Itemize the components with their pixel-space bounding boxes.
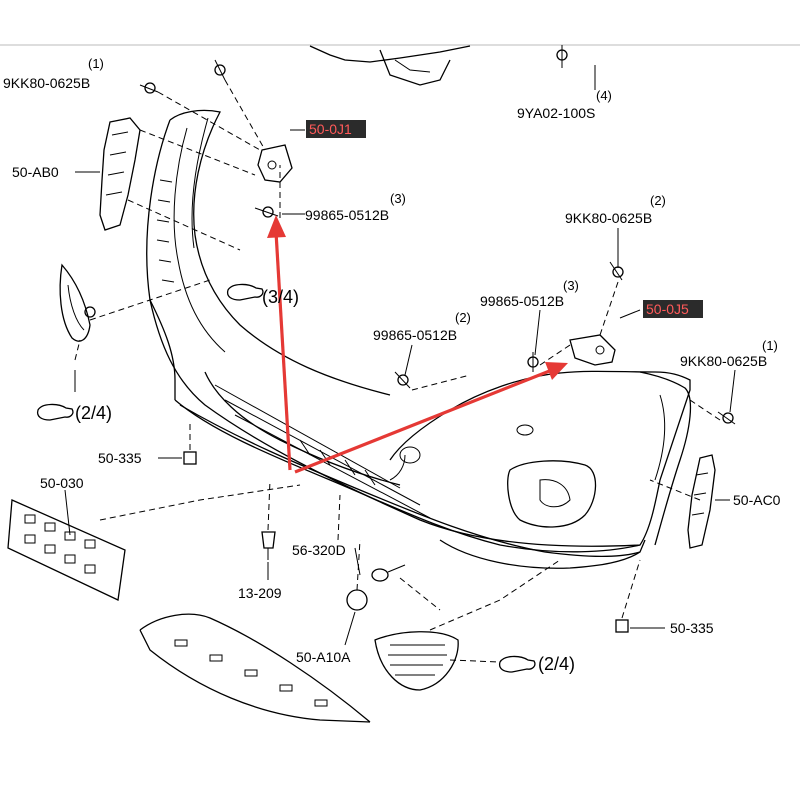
qty-label: (4) [596, 88, 612, 103]
qty-label: (2) [455, 310, 471, 325]
part-label: 13-209 [238, 585, 282, 601]
clip-icon [261, 531, 276, 560]
label-50-0j1: 50-0J1 [309, 121, 352, 137]
qty-label: (3) [390, 191, 406, 206]
license-plate-bracket [7, 499, 126, 601]
top-bracket [309, 45, 471, 86]
part-label: 50-A10A [296, 649, 351, 665]
bracket-0j1 [257, 144, 293, 183]
bolt-icon [394, 371, 411, 389]
part-label: 50-030 [40, 475, 84, 491]
lower-under-cover [139, 613, 371, 723]
part-label: 50-335 [98, 450, 142, 466]
part-label: 50-335 [670, 620, 714, 636]
bolt-icon [84, 306, 96, 318]
dashed-leaders [74, 79, 721, 663]
bolt-icon [556, 45, 568, 68]
label-50-0j5: 50-0J5 [646, 301, 689, 317]
bolt-icon [527, 352, 539, 372]
bracket-0j5 [569, 334, 616, 366]
part-label: 9KK80-0625B [680, 353, 767, 369]
highlight-50-0j5: 50-0J5 [643, 300, 703, 318]
bolt-icon [214, 59, 226, 81]
bolt-icon [609, 261, 624, 281]
clip-icon [615, 619, 629, 633]
page-ref: (2/4) [538, 654, 575, 674]
part-label: 50-AB0 [12, 164, 59, 180]
part-label: 9KK80-0625B [565, 210, 652, 226]
pointing-hand-icon [226, 283, 264, 301]
red-arrow-left [267, 215, 292, 471]
left-side-bracket [99, 117, 141, 231]
pointing-hand-icon [498, 655, 536, 673]
clip-icon [371, 564, 406, 582]
bolt-icon [254, 206, 279, 218]
red-arrow-right [294, 362, 568, 474]
clip-icon [183, 451, 197, 465]
clip-icon [346, 589, 368, 611]
page-ref: (2/4) [75, 403, 112, 423]
right-side-bracket [687, 454, 716, 549]
pointing-hand-icon [36, 403, 74, 421]
highlight-50-0j1: 50-0J1 [306, 120, 366, 138]
part-label: 9KK80-0625B [3, 75, 90, 91]
part-label: 56-320D [292, 542, 346, 558]
part-label: 99865-0512B [480, 293, 564, 309]
bolt-icon [717, 411, 736, 425]
fog-grille [374, 631, 459, 691]
qty-label: (1) [88, 56, 104, 71]
part-label: 99865-0512B [305, 207, 389, 223]
part-label: 50-AC0 [733, 492, 781, 508]
page-ref: (3/4) [262, 287, 299, 307]
part-label: 9YA02-100S [517, 105, 595, 121]
qty-label: (1) [762, 338, 778, 353]
solid-leaders [64, 65, 736, 646]
qty-label: (2) [650, 193, 666, 208]
qty-label: (3) [563, 278, 579, 293]
bumper-cover [146, 109, 692, 569]
part-label: 99865-0512B [373, 327, 457, 343]
left-fog-garnish [59, 263, 91, 342]
bolt-icon [139, 82, 159, 94]
